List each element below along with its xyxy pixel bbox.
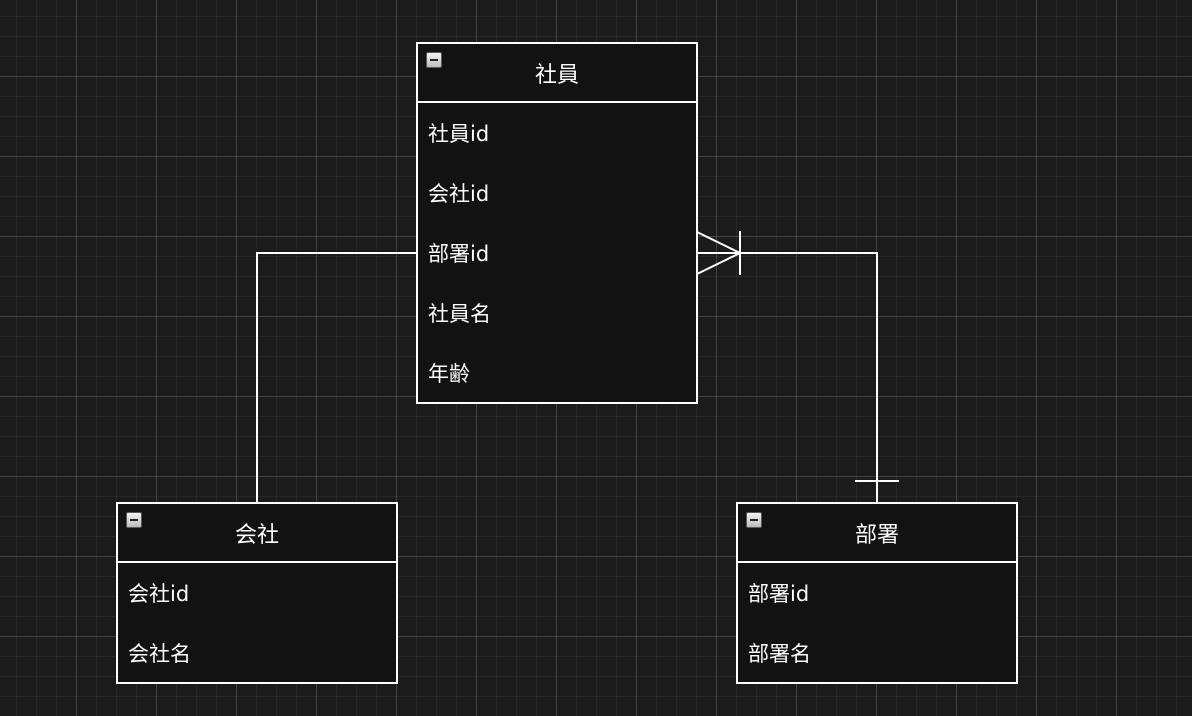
attribute-label: 部署id bbox=[428, 242, 490, 266]
entity-company-header[interactable]: 会社 bbox=[118, 504, 396, 563]
attribute-row[interactable]: 会社id bbox=[418, 163, 696, 223]
collapse-icon[interactable] bbox=[126, 512, 142, 528]
attribute-row[interactable]: 会社id bbox=[118, 563, 396, 623]
attribute-row[interactable]: 部署id bbox=[418, 223, 696, 283]
attribute-label: 社員id bbox=[428, 122, 490, 146]
entity-department-header[interactable]: 部署 bbox=[738, 504, 1016, 563]
entity-company[interactable]: 会社 会社id 会社名 bbox=[116, 502, 398, 684]
entity-department[interactable]: 部署 部署id 部署名 bbox=[736, 502, 1018, 684]
entity-employee-header[interactable]: 社員 bbox=[418, 44, 696, 103]
attribute-row[interactable]: 社員id bbox=[418, 103, 696, 163]
attribute-row[interactable]: 年齢 bbox=[418, 343, 696, 403]
crows-foot-marker bbox=[696, 231, 741, 275]
connector-company-employee[interactable] bbox=[256, 252, 416, 502]
attribute-label: 社員名 bbox=[428, 302, 491, 326]
entity-company-title: 会社 bbox=[234, 522, 279, 548]
connector-department-employee[interactable] bbox=[697, 252, 878, 502]
attribute-label: 会社名 bbox=[128, 642, 191, 666]
entity-employee[interactable]: 社員 社員id 会社id 部署id 社員名 年齢 bbox=[416, 42, 698, 404]
entity-employee-title: 社員 bbox=[534, 62, 579, 88]
attribute-row[interactable]: 会社名 bbox=[118, 623, 396, 683]
attribute-row[interactable]: 部署id bbox=[738, 563, 1016, 623]
attribute-label: 部署名 bbox=[748, 642, 811, 666]
attribute-row[interactable]: 部署名 bbox=[738, 623, 1016, 683]
collapse-icon[interactable] bbox=[746, 512, 762, 528]
entity-department-title: 部署 bbox=[854, 522, 899, 548]
attribute-label: 部署id bbox=[748, 582, 810, 606]
attribute-label: 会社id bbox=[428, 182, 490, 206]
collapse-icon[interactable] bbox=[426, 52, 442, 68]
attribute-row[interactable]: 社員名 bbox=[418, 283, 696, 343]
attribute-label: 会社id bbox=[128, 582, 190, 606]
attribute-label: 年齢 bbox=[428, 362, 470, 386]
